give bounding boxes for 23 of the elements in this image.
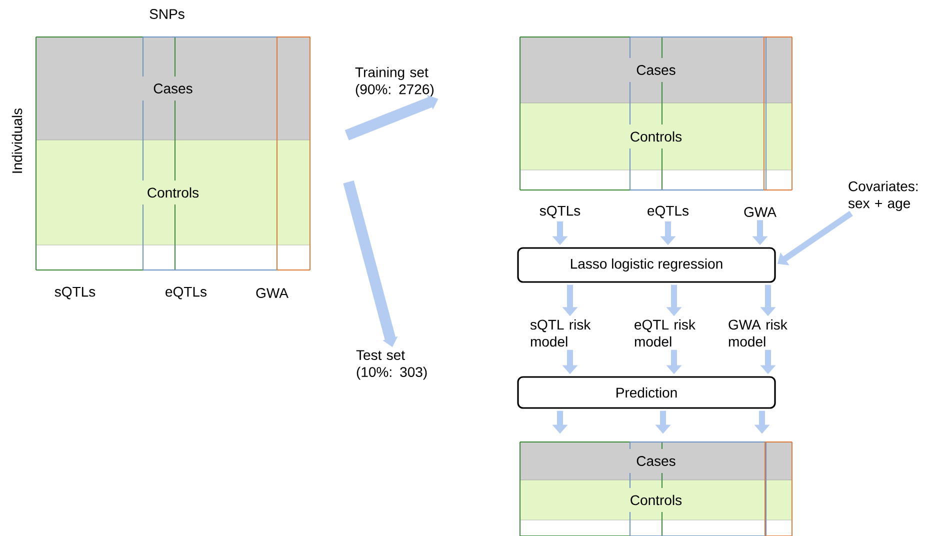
block-arrow (778, 210, 853, 266)
controls-band: Controls (520, 480, 792, 520)
column-label: eQTLs (166, 286, 206, 300)
text-label: sQTL risk model (530, 319, 591, 347)
controls-band: Controls (520, 102, 792, 170)
axis-label: SNPs (150, 9, 184, 19)
text-label: Training set (90%: 2726) (355, 66, 434, 98)
text-label: eQTLs (648, 206, 688, 218)
text-label: GWA (744, 207, 776, 217)
axis-label: Individuals (12, 108, 22, 173)
process-box: Prediction (517, 376, 776, 409)
controls-band: Controls (36, 140, 310, 246)
text-label: sQTLs (540, 206, 580, 218)
text-label: Covariates: sex + age (848, 180, 918, 212)
cases-band: Cases (36, 36, 310, 140)
text-label: eQTL risk model (634, 319, 696, 347)
cases-band: Cases (520, 442, 792, 480)
text-label: Test set (10%: 303) (356, 350, 427, 380)
column-label: GWA (256, 288, 288, 298)
column-label: sQTLs (54, 286, 96, 300)
process-box: Lasso logistic regression (517, 247, 776, 283)
cases-band: Cases (520, 36, 792, 104)
text-label: GWA risk model (728, 319, 788, 347)
